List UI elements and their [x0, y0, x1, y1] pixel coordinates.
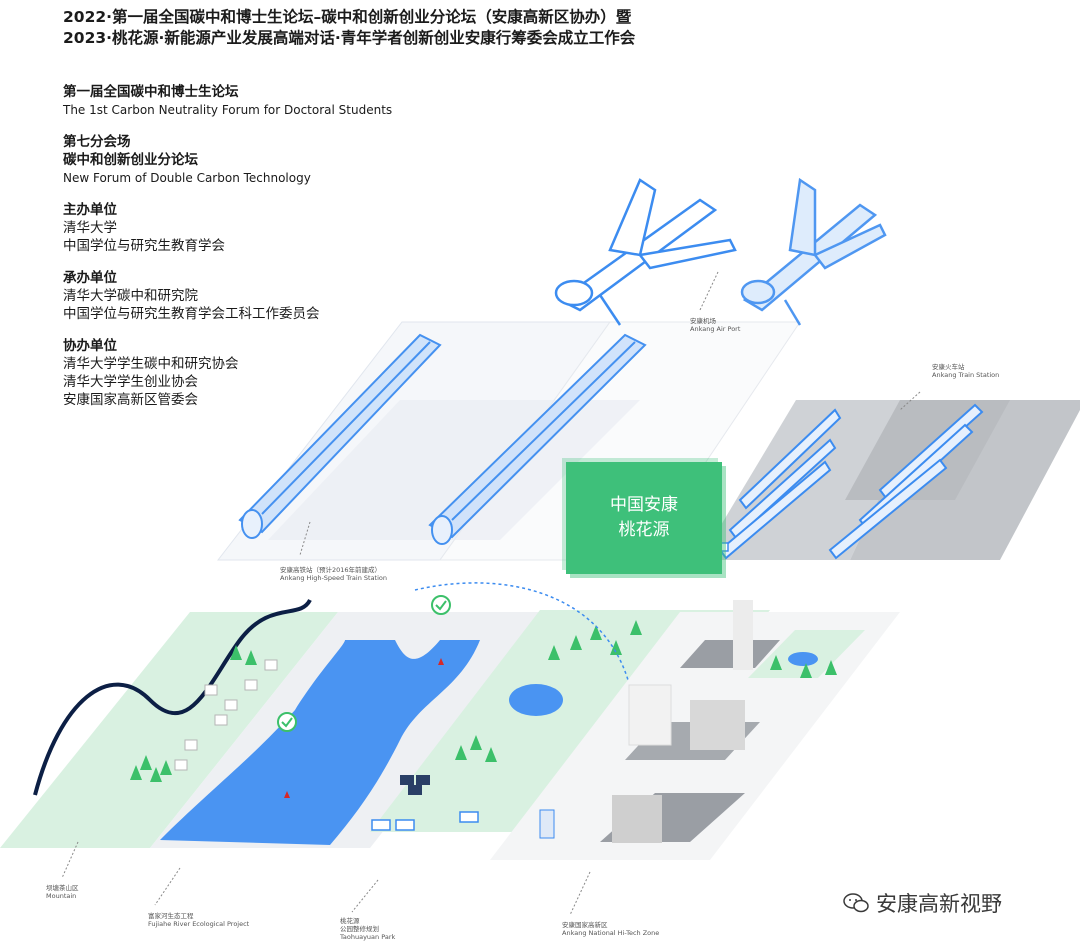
buildings — [539, 600, 753, 843]
forum-block: 第一届全国碳中和博士生论坛 The 1st Carbon Neutrality … — [63, 83, 503, 119]
mountain-curve — [33, 598, 312, 796]
location-markers — [284, 658, 444, 798]
check-marks — [277, 595, 451, 732]
title-line-2: 2023·桃花源·新能源产业发展高端对话·青年学者创新创业安康行筹委会成立工作会 — [63, 29, 636, 47]
organizer-block: 主办单位 清华大学 中国学位与研究生教育学会 — [63, 201, 503, 255]
center-line-2: 桃花源 — [618, 520, 670, 540]
airplane-2 — [740, 177, 887, 326]
coorganizer-item: 安康国家高新区管委会 — [63, 392, 198, 408]
hsr-station-label-cn: 安康高铁站（预计2016年前建成） — [280, 566, 382, 574]
river-label: 富家河生态工程 Fujiahe River Ecological Project — [148, 912, 249, 928]
hsr-train-2 — [428, 333, 647, 545]
river-label-cn: 富家河生态工程 — [148, 912, 194, 920]
houses — [174, 659, 278, 771]
watermark-text: 安康高新视野 — [876, 892, 1002, 916]
watermark: 安康高新视野 — [842, 888, 1002, 918]
hitech-zone-label: 安康国家高新区 Ankang National Hi-Tech Zone — [562, 921, 659, 937]
trees — [130, 620, 837, 782]
hsr-train-1 — [238, 333, 442, 539]
hitech-lot-2 — [680, 640, 780, 668]
hitech-zone-label-cn: 安康国家高新区 — [562, 921, 608, 929]
page-title: 2022·第一届全国碳中和博士生论坛–碳中和创新创业分论坛（安康高新区协办）暨 … — [63, 7, 635, 49]
solar-panels — [400, 775, 430, 795]
station-trains — [718, 403, 984, 560]
vehicles — [371, 542, 729, 831]
organizer-title: 主办单位 — [63, 202, 117, 218]
coorganizer-item: 清华大学学生碳中和研究协会 — [63, 356, 239, 372]
title-line-1: 2022·第一届全国碳中和博士生论坛–碳中和创新创业分论坛（安康高新区协办）暨 — [63, 8, 632, 26]
undertaker-title: 承办单位 — [63, 270, 117, 286]
subforum-title-1: 第七分会场 — [63, 134, 131, 150]
leader-lines — [61, 271, 921, 916]
hsr-station-label: 安康高铁站（预计2016年前建成） Ankang High-Speed Trai… — [280, 566, 387, 582]
airport-label-en: Ankang Air Port — [690, 325, 741, 333]
forum-title-cn: 第一届全国碳中和博士生论坛 — [63, 84, 239, 100]
river-label-en: Fujiahe River Ecological Project — [148, 920, 250, 928]
park-label-cn-1: 桃花源 — [340, 917, 360, 925]
center-location-badge: 中国安康 桃花源 — [566, 462, 722, 574]
river — [160, 640, 480, 845]
airport-label-cn: 安康机场 — [690, 317, 716, 325]
organizer-item: 清华大学 — [63, 220, 117, 236]
airport-label: 安康机场 Ankang Air Port — [690, 317, 740, 333]
subforum-block: 第七分会场 碳中和创新创业分论坛 New Forum of Double Car… — [63, 133, 503, 187]
mountain-label-en: Mountain — [46, 892, 77, 900]
mountain-label: 坝塘茶山区 Mountain — [46, 884, 79, 900]
train-station-label: 安康火车站 Ankang Train Station — [932, 363, 999, 379]
mountain-label-cn: 坝塘茶山区 — [46, 884, 79, 892]
undertaker-block: 承办单位 清华大学碳中和研究院 中国学位与研究生教育学会工科工作委员会 — [63, 269, 503, 323]
park-label-cn-2: 公园整修规划 — [340, 925, 379, 933]
train-station-label-cn: 安康火车站 — [932, 363, 965, 371]
coorganizer-block: 协办单位 清华大学学生碳中和研究协会 清华大学学生创业协会 安康国家高新区管委会 — [63, 337, 503, 409]
subforum-title-2: 碳中和创新创业分论坛 — [63, 152, 198, 168]
park-label-en: Taohuayuan Park — [340, 933, 396, 941]
mountain-tile — [0, 612, 338, 848]
coorganizer-item: 清华大学学生创业协会 — [63, 374, 198, 390]
undertaker-item: 清华大学碳中和研究院 — [63, 288, 198, 304]
hitech-zone-label-en: Ankang National Hi-Tech Zone — [562, 929, 660, 937]
airplane-1 — [554, 178, 737, 326]
lake — [509, 684, 563, 716]
forum-title-en: The 1st Carbon Neutrality Forum for Doct… — [63, 103, 393, 117]
forum-info: 第一届全国碳中和博士生论坛 The 1st Carbon Neutrality … — [63, 83, 503, 423]
hsr-station-label-en: Ankang High-Speed Train Station — [280, 574, 388, 582]
wechat-icon — [843, 893, 869, 913]
coorganizer-title: 协办单位 — [63, 338, 117, 354]
center-line-1: 中国安康 — [610, 495, 678, 515]
small-lake — [788, 652, 818, 666]
train-station-label-en: Ankang Train Station — [932, 371, 1000, 379]
subforum-title-en: New Forum of Double Carbon Technology — [63, 171, 311, 185]
undertaker-item: 中国学位与研究生教育学会工科工作委员会 — [63, 306, 320, 322]
park-label: 桃花源 公园整修规划 Taohuayuan Park — [340, 917, 395, 941]
organizer-item: 中国学位与研究生教育学会 — [63, 238, 225, 254]
